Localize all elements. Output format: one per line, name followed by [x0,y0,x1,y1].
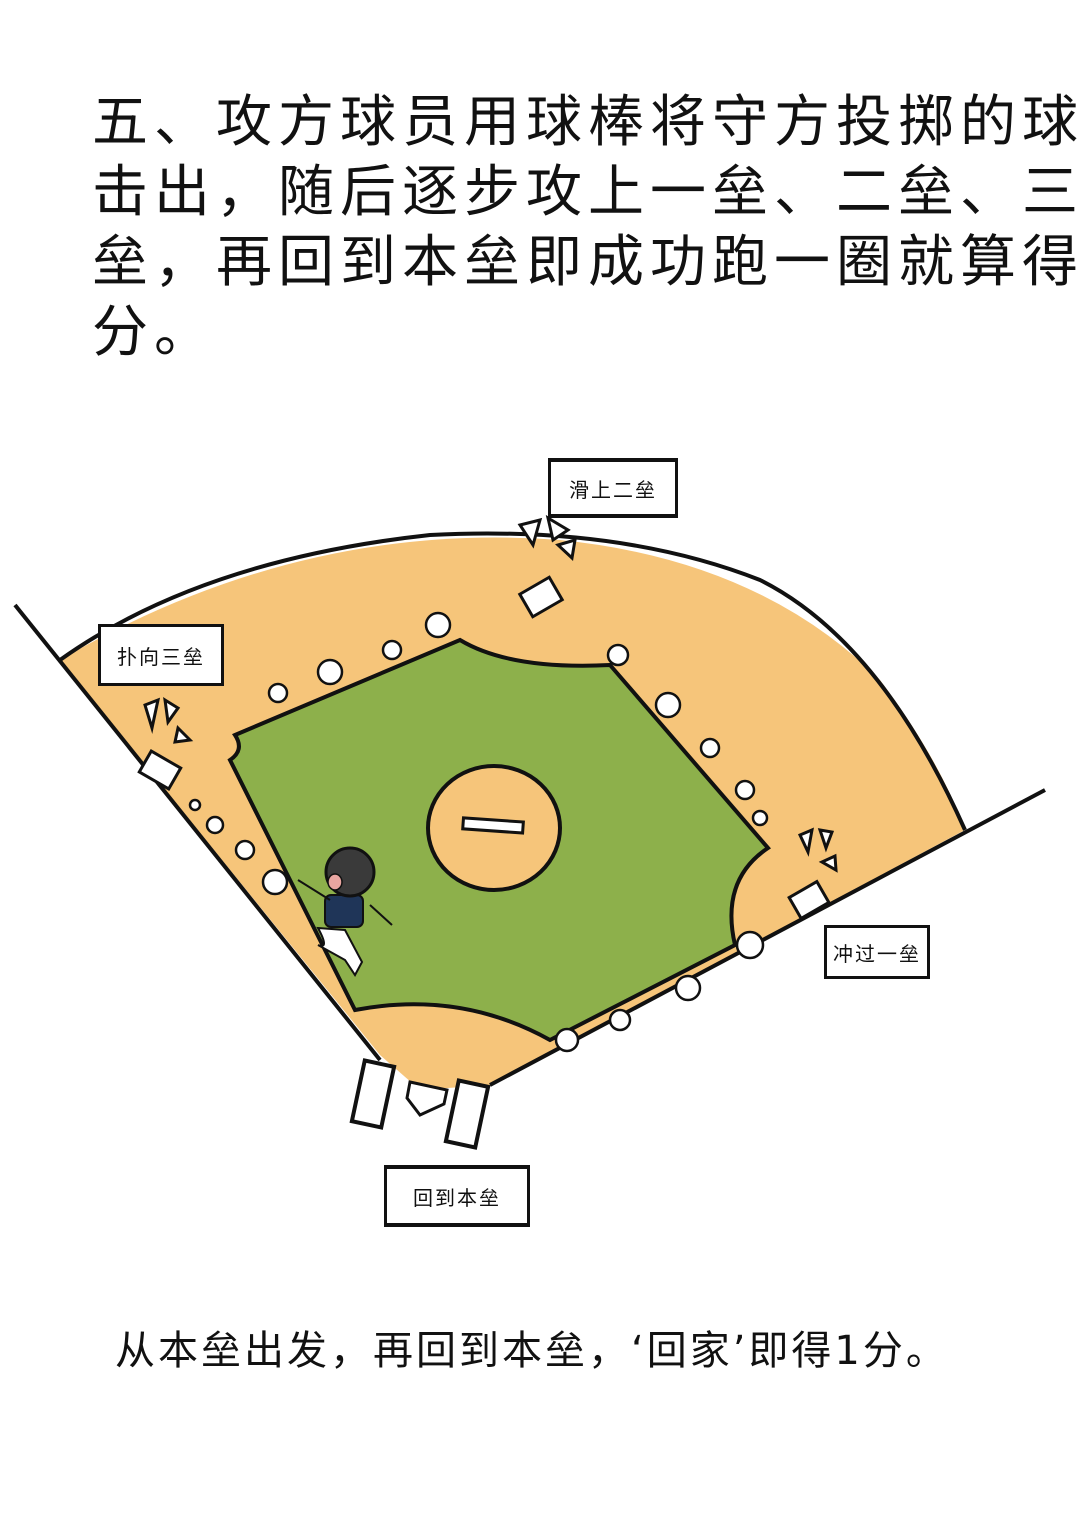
label-home-plate: 回到本垒 [384,1165,530,1227]
second-base [517,575,565,619]
heading-line-3: 垒，再回到本垒即成功跑一圈就算得 [92,230,1080,295]
caption-text: 从本垒出发，再回到本垒，‘回家’即得1分。 [115,1328,949,1374]
dust-clouds [188,611,769,1053]
label-third-base: 扑向三垒 [98,624,224,686]
outfield-arc [58,531,967,831]
label-second-base: 滑上二垒 [548,458,678,518]
first-base-foul-line [489,788,1046,1087]
batters-box-left [349,1058,397,1130]
batters-box-right [443,1078,491,1150]
instruction-heading: 五、攻方球员用球棒将守方投掷的球 击出，随后逐步攻上一垒、二垒、三 垒，再回到本… [92,88,1080,368]
heading-line-2: 击出，随后逐步攻上一垒、二垒、三 [92,160,1080,225]
third-base-foul-line [13,603,382,1062]
pitchers-rubber [461,816,525,835]
runner-player-icon [297,846,393,977]
impact-marks [143,514,838,873]
heading-line-4: 分。 [92,300,216,365]
baseball-field-diagram: 滑上二垒 扑向三垒 冲过一垒 回到本垒 [0,420,1080,1280]
home-plate [405,1080,449,1117]
third-base [137,749,183,791]
heading-line-1: 五、攻方球员用球棒将守方投掷的球 [92,90,1080,155]
first-base [787,879,831,921]
label-first-base: 冲过一垒 [824,925,930,979]
